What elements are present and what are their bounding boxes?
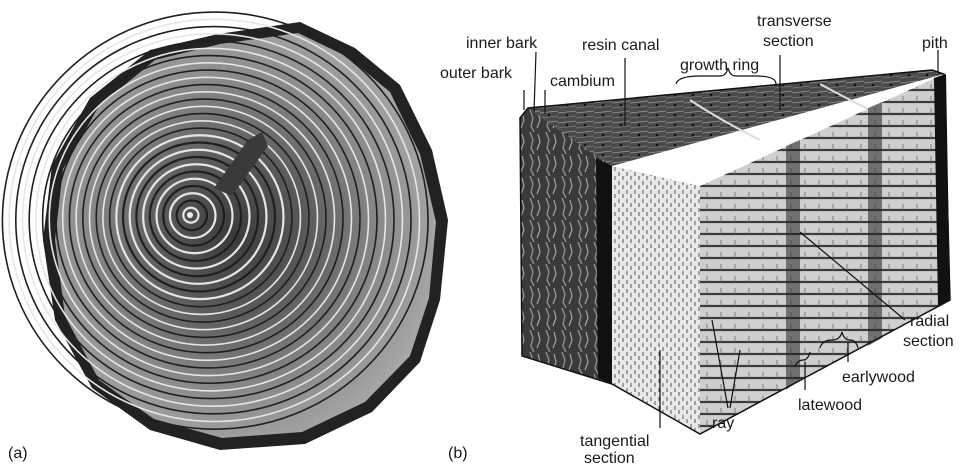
tangential-face — [612, 166, 700, 434]
panel-b-label: (b) — [448, 445, 468, 462]
label-transverse-1: transverse — [757, 13, 832, 30]
pith-center — [187, 212, 193, 218]
label-transverse-2: section — [763, 33, 814, 50]
label-radial-1: radial — [910, 313, 949, 330]
label-earlywood: earlywood — [842, 369, 915, 386]
cambium-band — [596, 158, 612, 384]
label-resin-canal: resin canal — [582, 37, 659, 54]
label-tangential-2: section — [584, 450, 635, 466]
ring-band-dark — [868, 102, 882, 346]
label-outer-bark: outer bark — [440, 65, 513, 82]
label-pith: pith — [922, 35, 948, 52]
label-cambium: cambium — [550, 73, 615, 90]
label-growth-ring: growth ring — [680, 57, 759, 74]
ring-band-dark — [786, 140, 800, 390]
tree-cross-section — [2, 12, 448, 450]
label-radial-2: section — [903, 333, 954, 350]
label-inner-bark: inner bark — [466, 35, 538, 52]
label-latewood: latewood — [798, 397, 862, 414]
panel-a-label: (a) — [8, 445, 28, 462]
label-ray: ray — [712, 415, 734, 432]
label-tangential-1: tangential — [580, 433, 649, 450]
leader-inner-bark — [534, 52, 536, 112]
